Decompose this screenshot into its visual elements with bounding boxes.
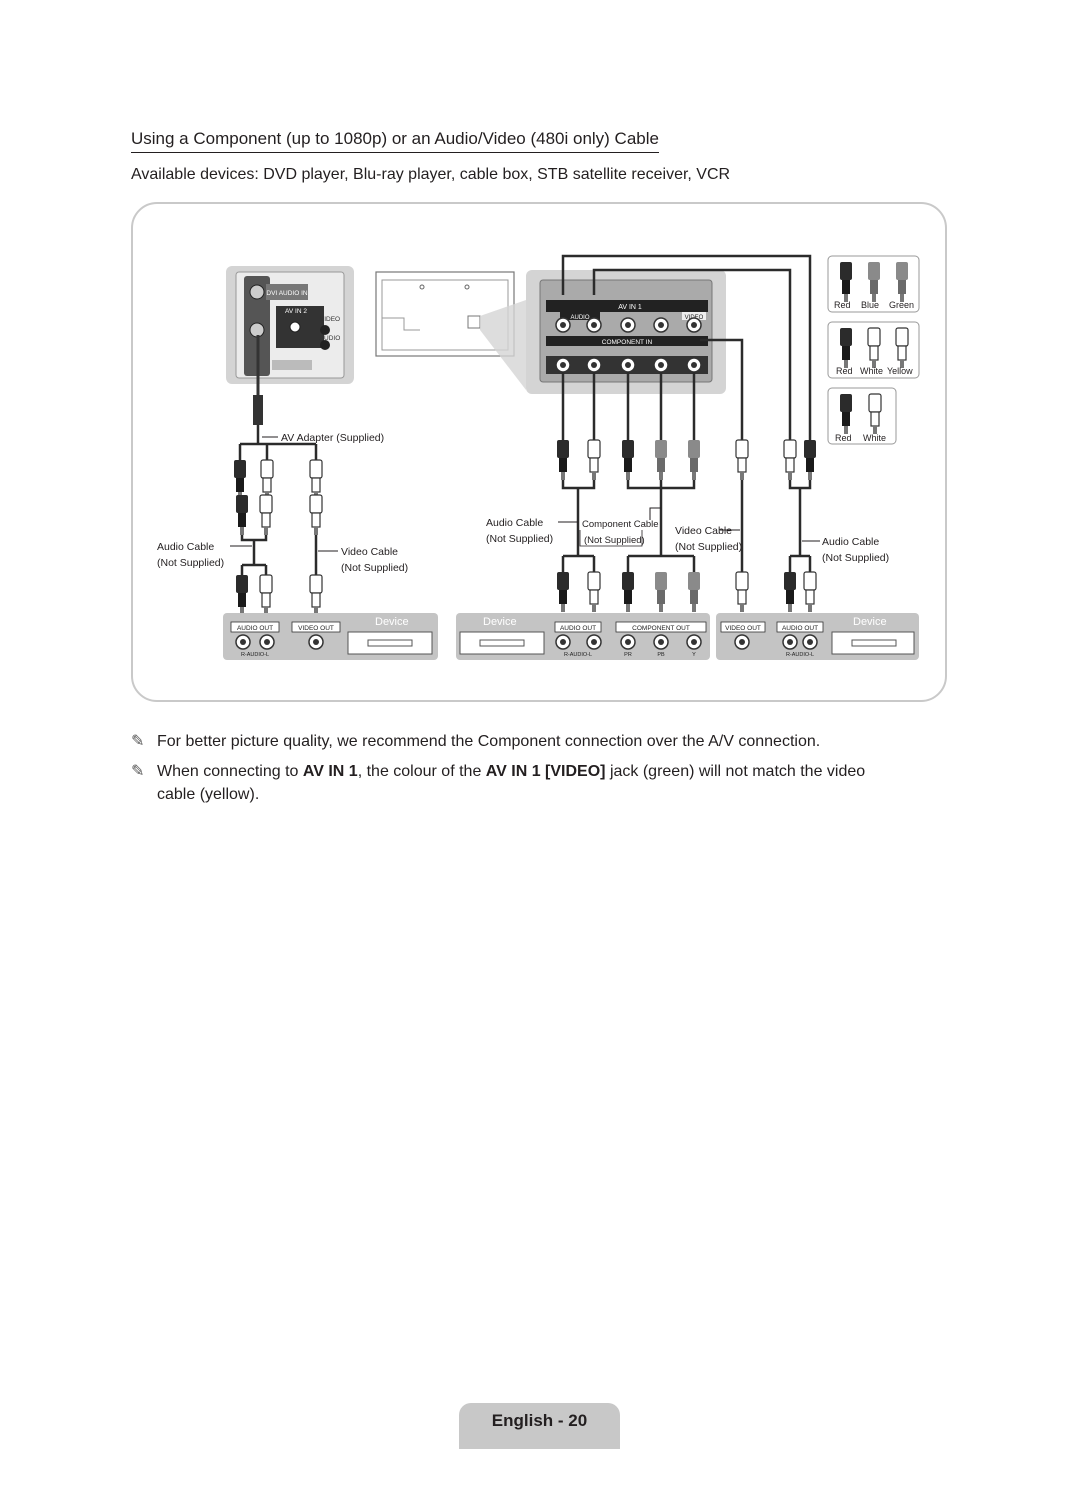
pencil-note-icon: ✎: [131, 763, 145, 780]
av-in-2-label: AV IN 2: [285, 308, 307, 315]
dvi-audio-in-label: DVI AUDIO IN: [266, 290, 307, 297]
right-audio-cable-note: (Not Supplied): [822, 552, 889, 564]
note-2-text-e: jack (green) will not match the video: [605, 763, 866, 780]
mid-video-cable-note: (Not Supplied): [675, 541, 742, 553]
note-2-av-in-1-video: AV IN 1 [VIDEO]: [485, 763, 606, 780]
mid-audio-cable-label: Audio Cable: [486, 517, 543, 529]
middle-audio-out-label: AUDIO OUT: [560, 625, 596, 632]
note-1: ✎ For better picture quality, we recommen…: [131, 730, 941, 753]
legend-white-2: White: [863, 433, 886, 443]
page-number-footer: English - 20: [459, 1403, 620, 1449]
left-audio-cable-label: Audio Cable: [157, 541, 214, 553]
diagram-frame: [131, 202, 947, 702]
legend-green: Green: [889, 300, 914, 310]
right-audio-cable-label: Audio Cable: [822, 536, 879, 548]
av-adapter-label: AV Adapter (Supplied): [281, 432, 384, 444]
note-2: ✎ When connecting to AV IN 1, the colour …: [131, 760, 941, 806]
device-left: Device AUDIO OUT R-AUDIO-L VIDEO OUT: [223, 613, 438, 660]
device-right: Device VIDEO OUT AUDIO OUT R-AUDIO-L: [716, 613, 919, 660]
mid-audio-cable-note: (Not Supplied): [486, 533, 553, 545]
pr-label: PR: [624, 652, 632, 658]
component-cable-label: Component Cable: [582, 519, 659, 530]
legend-white-1: White: [860, 366, 883, 376]
note-2-text-c: , the colour of the: [357, 763, 486, 780]
mid-video-cable-label: Video Cable: [675, 525, 732, 537]
left-video-out-label: VIDEO OUT: [298, 625, 334, 632]
av-in-1-label: AV IN 1: [618, 304, 642, 311]
left-audio-cable-note: (Not Supplied): [157, 557, 224, 569]
right-video-out-label: VIDEO OUT: [725, 625, 761, 632]
component-in-label: COMPONENT IN: [602, 339, 653, 346]
wiring: [238, 254, 812, 575]
legend-blue: Blue: [861, 300, 879, 310]
device-left-label: Device: [375, 616, 409, 628]
left-video-cable-note: (Not Supplied): [341, 562, 408, 574]
y-label: Y: [692, 652, 696, 658]
legend-red-3: Red: [835, 433, 852, 443]
note-2-text-a: When connecting to: [157, 763, 303, 780]
tv-rear-jack-panel: AV IN 1 AUDIO VIDEO COMPONENT IN: [526, 270, 726, 394]
available-devices-text: Available devices: DVD player, Blu-ray p…: [131, 166, 731, 183]
right-audio-out-label: AUDIO OUT: [782, 625, 818, 632]
component-out-label: COMPONENT OUT: [632, 625, 690, 632]
pencil-note-icon: ✎: [131, 733, 145, 750]
note-2-av-in-1: AV IN 1: [302, 763, 358, 780]
side-audio-label: AUDIO: [320, 335, 341, 342]
legend-yellow: Yellow: [887, 366, 913, 376]
device-middle: Device AUDIO OUT R-AUDIO-L COMPONENT OUT…: [456, 613, 710, 660]
middle-r-audio-l-label: R-AUDIO-L: [564, 652, 592, 658]
device-right-label: Device: [853, 616, 887, 628]
pb-label: PB: [657, 652, 665, 658]
legend-red-1: Red: [834, 300, 851, 310]
left-r-audio-l-label: R-AUDIO-L: [241, 652, 269, 658]
component-cable-note: (Not Supplied): [584, 535, 645, 546]
note-1-text: For better picture quality, we recommend…: [157, 733, 821, 750]
left-audio-out-label: AUDIO OUT: [237, 625, 273, 632]
rear-audio-label: AUDIO: [570, 315, 589, 321]
connector-legend: Red Blue Green Red White Yellow Red Whit…: [827, 255, 920, 445]
section-heading: Using a Component (up to 1080p) or an Au…: [131, 129, 659, 153]
left-video-cable-label: Video Cable: [341, 546, 398, 558]
tv-rear-outline: [375, 271, 526, 390]
device-middle-label: Device: [483, 616, 517, 628]
tv-side-panel: DVI AUDIO IN AV IN 2 VIDEO AUDIO: [226, 266, 354, 425]
legend-red-2: Red: [836, 366, 853, 376]
right-r-audio-l-label: R-AUDIO-L: [786, 652, 814, 658]
note-2-text-f: cable (yellow).: [157, 786, 260, 803]
connection-diagram: DVI AUDIO IN AV IN 2 VIDEO AUDIO AV IN 1…: [157, 254, 920, 660]
side-video-label: VIDEO: [320, 316, 340, 323]
